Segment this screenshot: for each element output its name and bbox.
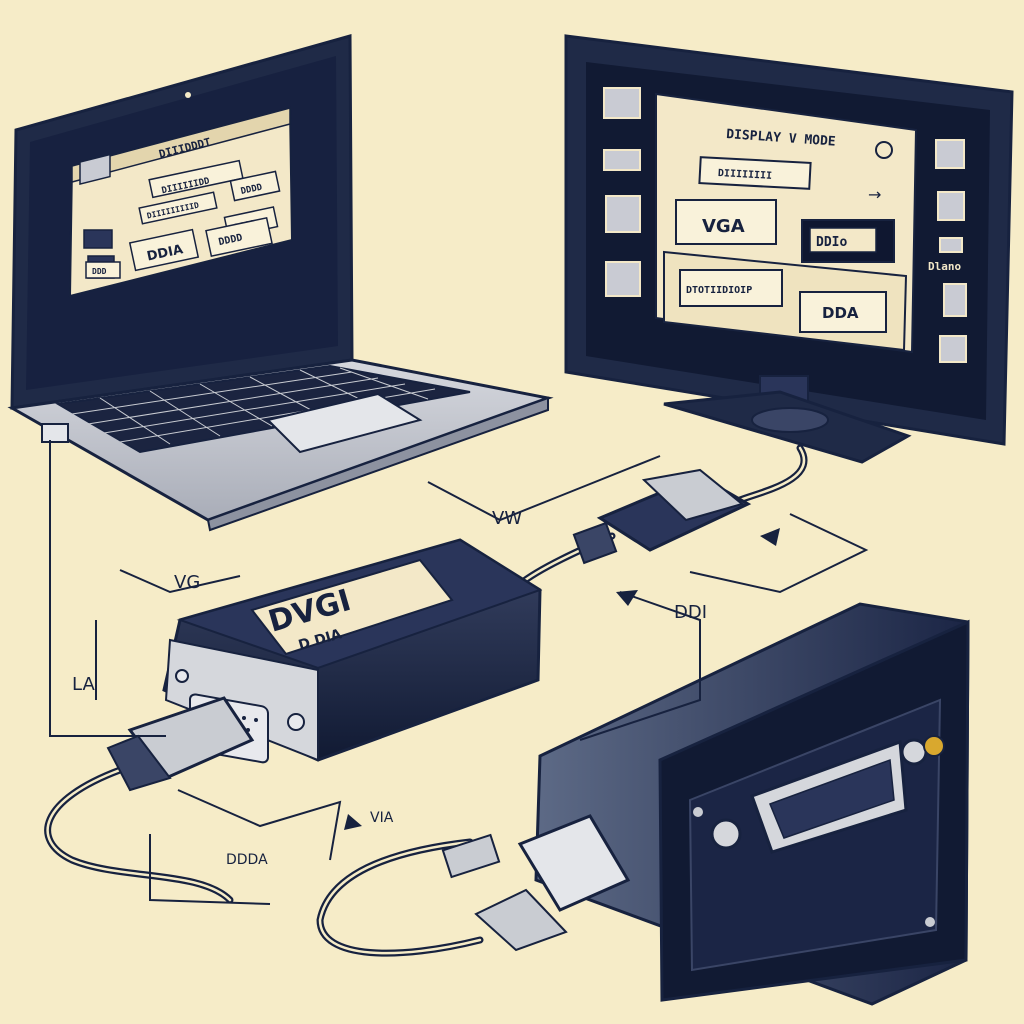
laptop-option-2-label: DDDD (218, 232, 244, 248)
leader-vg (119, 569, 241, 594)
dvi-power-jack[interactable] (923, 735, 945, 757)
leader-via (177, 789, 342, 861)
monitor-icon-battery[interactable] (943, 283, 967, 317)
dvi-box-screw-b (925, 917, 935, 927)
leader-right (689, 513, 869, 594)
laptop-window[interactable]: DIIIDDDT DIIIIIIDD DDDD DIIIIIIIIID DDDD… (68, 106, 294, 298)
monitor-option-vga[interactable] (675, 199, 777, 245)
monitor-icon-window[interactable] (603, 87, 641, 119)
laptop-field[interactable] (148, 159, 244, 199)
monitor-field-text: DIIIIIIII (718, 168, 773, 182)
monitor-option-bottom-right[interactable] (799, 291, 887, 333)
laptop-field-2[interactable] (138, 191, 218, 225)
laptop-button-a[interactable] (229, 170, 281, 202)
dvi-port-screw-right (900, 738, 928, 766)
adapter: DVGI D DIA (162, 538, 543, 764)
adapter-screw-left (175, 669, 189, 683)
monitor-icon-card[interactable] (603, 149, 641, 171)
arrow-right-icon: → (868, 185, 881, 204)
laptop: DIIIDDDT DIIIIIIDD DDDD DIIIIIIIIID DDDD… (7, 34, 554, 532)
monitor-icon-triangle[interactable] (939, 335, 967, 363)
laptop-icon-display[interactable] (83, 229, 113, 249)
monitor-option-selected-chip (809, 227, 877, 253)
monitor-option-bottom-right-label: DDA (822, 304, 859, 322)
laptop-touchpad[interactable] (266, 392, 423, 454)
laptop-camera (185, 92, 191, 98)
annotation-vg: VG (174, 572, 200, 593)
monitor-window[interactable]: DISPLAY V MODE DIIIIIIII → VGA DDIo DTOT… (655, 92, 918, 354)
monitor-option-vga-label: VGA (702, 216, 745, 237)
laptop-option-1[interactable] (128, 228, 200, 272)
monitor-icon-grid[interactable] (605, 261, 641, 297)
laptop-base-edge (206, 396, 549, 532)
laptop-icon-folder[interactable] (79, 153, 111, 185)
leader-la (49, 440, 166, 737)
annotation-ddi: DDI (674, 602, 707, 623)
laptop-side-tab[interactable] (85, 261, 121, 279)
annotation-lines (49, 440, 869, 905)
annotation-la: LA (72, 674, 95, 695)
annotation-ddda: DDDA (226, 852, 268, 868)
dvi-box (534, 602, 970, 1006)
leader-ddi (579, 591, 701, 741)
leader-ddda (149, 834, 271, 905)
monitor-field[interactable] (698, 156, 812, 190)
help-icon[interactable] (875, 141, 893, 159)
monitor-side-label: Dlano (928, 260, 961, 273)
laptop-keyboard[interactable] (55, 364, 471, 454)
dvi-port-screw-left (710, 818, 742, 850)
dvi-port-pins (769, 758, 895, 839)
leader-vw (427, 455, 661, 522)
monitor-stand-knob (751, 407, 829, 433)
monitor-icon-plug[interactable] (939, 237, 963, 253)
annotation-arrows (344, 528, 780, 830)
laptop-side-port[interactable] (41, 423, 69, 443)
annotation-vw: VW (492, 508, 522, 529)
monitor-icon-doc[interactable] (935, 139, 965, 169)
connector-left[interactable] (106, 696, 255, 792)
laptop-side-tab-label: DDD (92, 267, 107, 276)
monitor-option-bottom-left-label: DTOTIIDIOIP (686, 285, 752, 296)
monitor: DISPLAY V MODE DIIIIIIII → VGA DDIo DTOT… (564, 34, 1014, 464)
connector-box[interactable] (441, 814, 631, 952)
monitor-option-selected-label: DDIo (816, 235, 847, 250)
adapter-port-plate (164, 638, 319, 762)
adapter-label-plate (250, 558, 454, 656)
adapter-screw-right (287, 713, 305, 731)
laptop-button-a-label: DDDD (240, 183, 264, 197)
monitor-icon-drive[interactable] (605, 195, 641, 233)
laptop-option-1-label: DDIA (146, 242, 185, 264)
annotation-via: VIA (370, 810, 394, 826)
connector-top[interactable] (572, 468, 752, 565)
monitor-icon-file[interactable] (937, 191, 965, 221)
laptop-option-2[interactable] (205, 216, 273, 258)
monitor-option-bottom-left[interactable] (679, 269, 783, 307)
dvi-box-screw-a (693, 807, 703, 817)
